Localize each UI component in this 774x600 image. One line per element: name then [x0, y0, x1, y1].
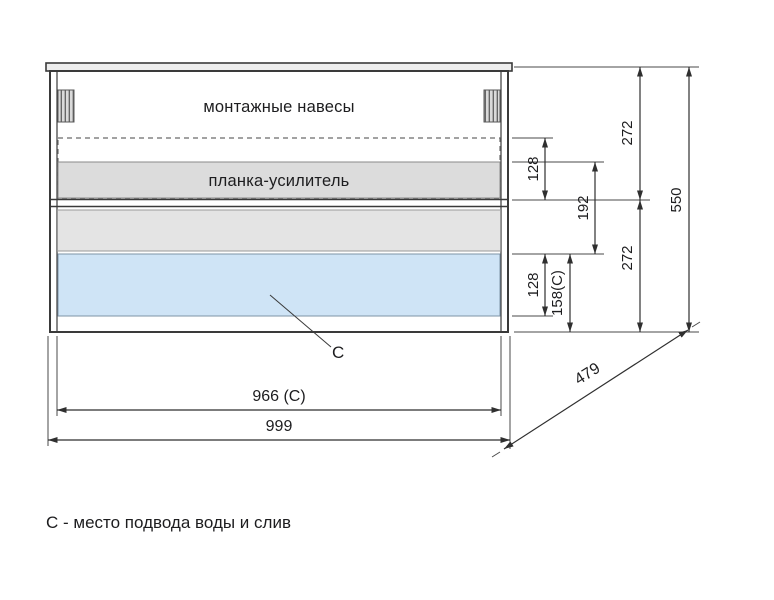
water-supply-zone [57, 253, 501, 317]
dim-drain-zone-height: 128 [525, 254, 548, 316]
dim-hanger-zone-height: 128 [525, 138, 548, 200]
dimension-value: 550 [668, 187, 685, 212]
dim-lower-section-height: 272 [619, 200, 643, 332]
extension-line [691, 321, 701, 328]
dimension-value: 479 [572, 360, 604, 389]
reinforcement-plank [57, 161, 501, 199]
dimension-value: 158(C) [549, 270, 566, 316]
reinforcement-plank-label: планка-усилитель [209, 172, 350, 190]
mounting-hangers-label: монтажные навесы [203, 98, 354, 116]
dim-plank-to-drain-height: 192 [575, 162, 598, 254]
dim-upper-section-height: 272 [619, 67, 643, 200]
c-marker-label: C [332, 343, 344, 362]
dim-drain-c-height: 158(C) [549, 254, 573, 332]
cabinet-top-panel [45, 62, 513, 72]
dimension-value: 272 [619, 120, 636, 145]
mounting-hanger-right-icon [483, 89, 501, 123]
dimension-value: 272 [619, 245, 636, 270]
dimension-line [503, 329, 689, 450]
dimension-value: 999 [266, 418, 293, 435]
mounting-hanger-left-icon [57, 89, 75, 123]
dim-total-width: 999 [48, 418, 510, 443]
dimension-value: 128 [525, 156, 542, 181]
dim-depth: 479 [491, 321, 701, 458]
dimension-value: 192 [575, 195, 592, 220]
cabinet-front-view: монтажные навесы планка-усилитель C [45, 62, 513, 362]
extension-line [491, 451, 501, 458]
dim-total-height: 550 [668, 67, 692, 332]
lower-drawer-band [57, 209, 501, 252]
c-callout-line [269, 294, 332, 348]
dim-inner-width: 966 (C) [57, 388, 501, 413]
footer-note: С - место подвода воды и слив [46, 513, 291, 532]
dimension-value: 128 [525, 272, 542, 297]
dimension-value: 966 (C) [252, 388, 305, 405]
